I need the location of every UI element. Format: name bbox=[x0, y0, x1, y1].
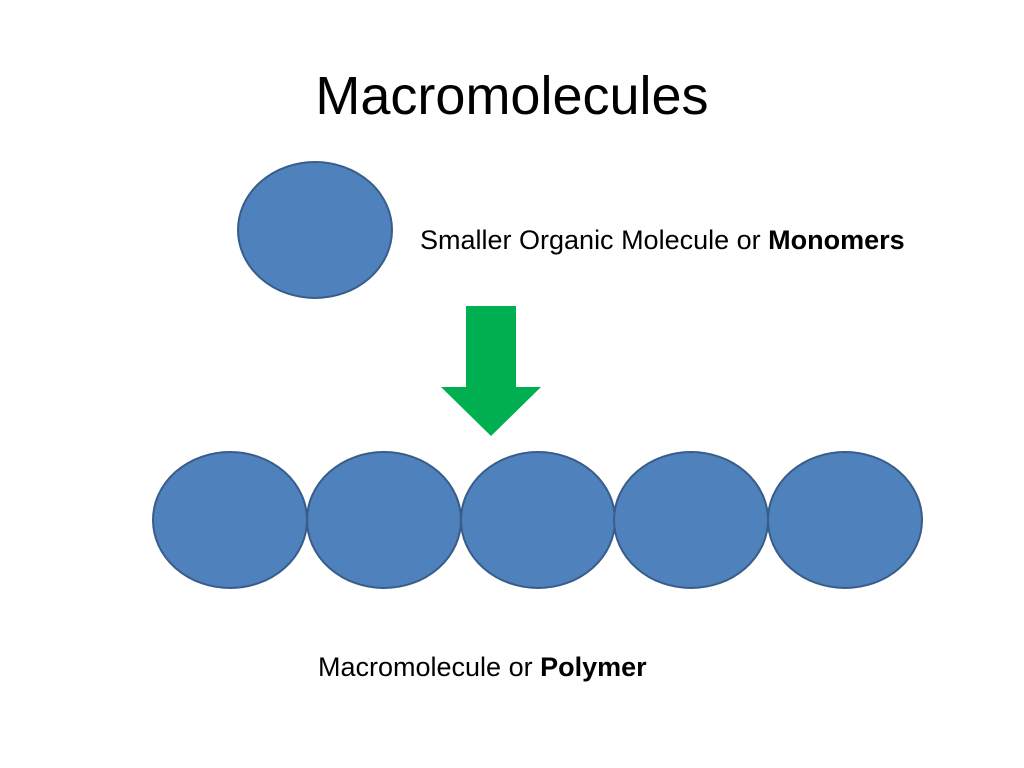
polymer-label: Macromolecule or Polymer bbox=[318, 650, 647, 684]
slide-title: Macromolecules bbox=[315, 66, 709, 126]
polymer-unit-circle bbox=[767, 451, 923, 589]
monomer-circle bbox=[237, 161, 393, 299]
monomer-label: Smaller Organic Molecule or Monomers bbox=[420, 223, 905, 257]
polymer-label-bold: Polymer bbox=[540, 652, 647, 682]
polymer-unit-circle bbox=[613, 451, 769, 589]
monomer-label-bold: Monomers bbox=[768, 225, 905, 255]
polymer-unit-circle bbox=[152, 451, 308, 589]
polymer-label-text: Macromolecule or bbox=[318, 652, 541, 682]
polymer-unit-circle bbox=[306, 451, 462, 589]
polymer-chain bbox=[152, 451, 923, 589]
down-arrow-icon bbox=[441, 306, 541, 436]
monomer-label-text: Smaller Organic Molecule or bbox=[420, 225, 769, 255]
polymer-unit-circle bbox=[460, 451, 616, 589]
